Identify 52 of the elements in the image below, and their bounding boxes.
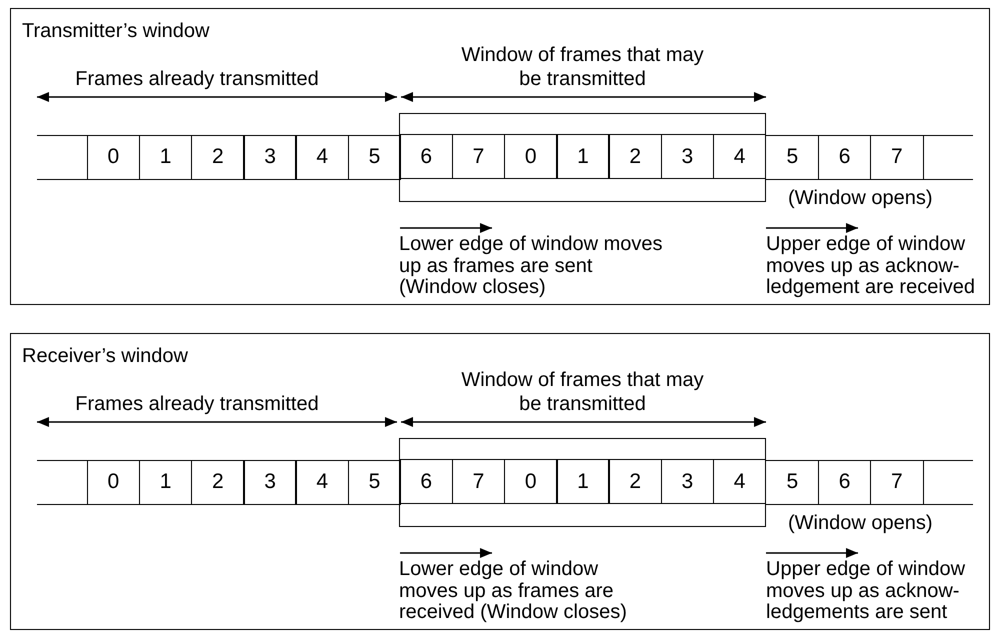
range-label: Window of frames that may be transmitted: [460, 368, 705, 416]
window-outline: [398, 438, 766, 526]
frame-cell: 5: [348, 134, 402, 180]
panel-heading: Receiver’s window: [22, 345, 188, 367]
range-label: Frames already transmitted: [74, 392, 320, 416]
frame-cell: 3: [243, 460, 297, 504]
window-panel: [10, 333, 990, 630]
frame-cell: 7: [870, 134, 924, 180]
note-text: (Window opens): [788, 512, 934, 534]
frame-cell: 6: [399, 459, 454, 504]
note-text: Upper edge of window moves up as acknow-ledgements are sent: [766, 559, 966, 624]
frame-cell: 0: [504, 134, 558, 179]
frame-cell: 6: [818, 460, 872, 504]
frame-cell: 3: [243, 134, 297, 180]
frame-cell: 6: [818, 134, 872, 180]
frame-cell: [36, 460, 86, 504]
note-text: Lower edge of window moves up as frames are received (Window closes): [399, 559, 628, 624]
range-label: Frames already transmitted: [74, 67, 320, 91]
frame-cell: 7: [870, 460, 924, 504]
frame-cell: 3: [660, 459, 714, 504]
frame-cell: 7: [452, 134, 506, 179]
frame-cell: 4: [712, 459, 766, 504]
frame-cell: 6: [399, 134, 454, 179]
frame-cell: 0: [86, 460, 140, 504]
frame-cell: 2: [190, 460, 245, 504]
window-panel: [10, 8, 990, 305]
frame-cell: 0: [86, 134, 140, 180]
frame-cell: 3: [660, 134, 714, 179]
frame-cell: 2: [608, 459, 662, 504]
frame-cell: 1: [138, 460, 192, 504]
frame-cell: 7: [452, 459, 506, 504]
frame-cell: 5: [765, 134, 820, 180]
note-text: Lower edge of window moves up as frames are sent (Window closes): [399, 234, 664, 298]
frame-cell: 4: [295, 134, 350, 180]
note-text: Upper edge of window moves up as acknow-ledgement are received: [766, 234, 976, 298]
range-label: Window of frames that may be transmitted: [460, 43, 705, 91]
frame-cell: 1: [556, 134, 610, 179]
frame-cell: 1: [556, 459, 610, 504]
window-outline: [398, 112, 766, 202]
frame-cell: [922, 460, 972, 504]
frame-cell: [36, 134, 86, 180]
frame-cell: 4: [295, 460, 350, 504]
frame-cell: 1: [138, 134, 192, 180]
frame-cell: 2: [190, 134, 245, 180]
frame-cell: 0: [504, 459, 558, 504]
frame-cell: 2: [608, 134, 662, 179]
frame-cell: 4: [712, 134, 766, 179]
frame-cell: 5: [348, 460, 402, 504]
frame-cell: [922, 134, 972, 180]
frame-cell: 5: [765, 460, 820, 504]
note-text: (Window opens): [788, 187, 934, 209]
panel-heading: Transmitter’s window: [22, 20, 210, 42]
